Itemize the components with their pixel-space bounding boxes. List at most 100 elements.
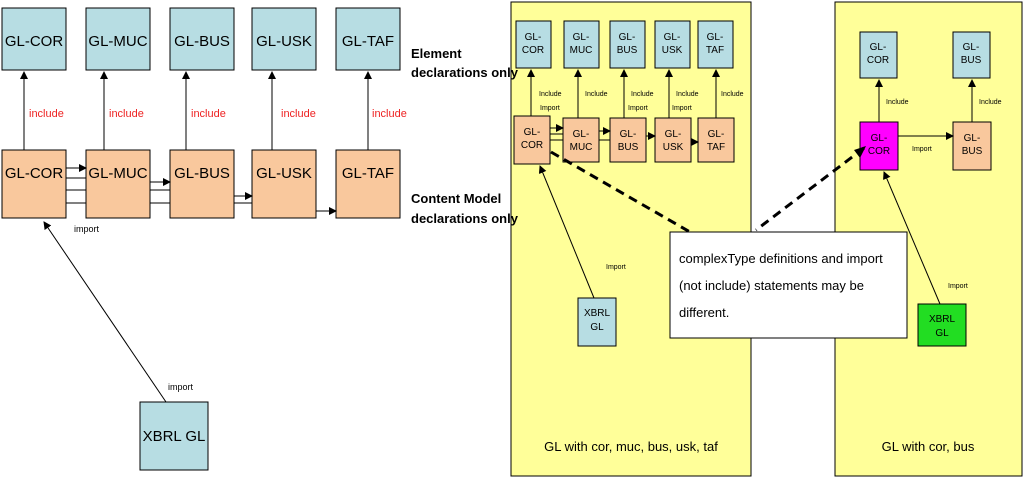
p2-root-l2: GL (935, 328, 949, 339)
left-include-label-5: include (372, 108, 407, 120)
p2-bot-l1-2: GL- (964, 133, 981, 144)
panel1-diagram: GL-COR GL-MUC GL-BUS GL-USK GL-TAF GL-CO… (513, 20, 744, 454)
p1-bot-l1-1: GL- (524, 127, 541, 138)
left-top-box-4: GL-USK (251, 7, 317, 71)
p1-bot-l2-1: COR (521, 140, 543, 151)
left-top-label-2: GL-MUC (88, 33, 147, 50)
p1-include-label-4: Include (676, 91, 699, 98)
p1-top-l1-2: GL- (573, 32, 590, 43)
caption-content-line1: Content Model (411, 191, 501, 206)
caption-content-line2: declarations only (411, 211, 519, 226)
p1-bot-l1-2: GL- (573, 129, 590, 140)
left-root-import-label: import (168, 382, 194, 392)
p1-bot-l2-2: MUC (570, 142, 593, 153)
p2-bot-l2-2: BUS (962, 146, 983, 157)
p1-bot-l2-3: BUS (618, 142, 639, 153)
p1-top-l2-4: USK (662, 45, 683, 56)
left-top-label-5: GL-TAF (342, 33, 394, 50)
p1-bot-l2-4: USK (663, 142, 684, 153)
p1-include-label-2: Include (585, 91, 608, 98)
left-include-label-3: include (191, 108, 226, 120)
caption-element-line1: Element (411, 46, 462, 61)
note-box: complexType definitions and import (not … (669, 231, 908, 339)
p1-include-arrows (527, 69, 720, 118)
p2-bot-l1-1: GL- (871, 133, 888, 144)
p2-root-box: XBRL GL (917, 303, 967, 347)
p1-top-l2-1: COR (522, 45, 544, 56)
p1-bot-l2-5: TAF (707, 142, 725, 153)
left-diagram: GL-COR GL-MUC GL-BUS GL-USK GL-TAF GL-CO… (1, 7, 407, 471)
p2-bottom-box-2: GL- BUS (952, 121, 992, 171)
p2-footer: GL with cor, bus (882, 439, 975, 454)
left-bottom-box-1: GL-COR (1, 149, 67, 219)
note-line-3: different. (679, 305, 729, 320)
left-import-connectors (66, 164, 337, 215)
p1-import-label-3: Import (672, 105, 692, 112)
caption-element-line2: declarations only (411, 65, 519, 80)
p1-root-l2: GL (590, 322, 604, 333)
p1-top-box-3: GL- BUS (609, 20, 646, 69)
left-root-box: XBRL GL (139, 401, 209, 471)
dashed-arrowhead (854, 146, 866, 158)
p1-bot-l1-5: GL- (708, 129, 725, 140)
captions: Element declarations only Content Model … (411, 46, 519, 226)
p1-bottom-box-2: GL- MUC (562, 117, 600, 163)
p2-top-l1-2: GL- (963, 42, 980, 53)
left-include-arrows (20, 71, 372, 150)
left-root-label: XBRL GL (143, 428, 206, 445)
note-line-1: complexType definitions and import (679, 251, 883, 266)
p1-bottom-box-4: GL-USK (654, 117, 692, 163)
p1-top-l1-3: GL- (619, 32, 636, 43)
p1-top-box-1: GL- COR (515, 20, 552, 69)
p2-top-l2-1: COR (867, 55, 889, 66)
panel2-diagram: GL- COR GL- BUS GL- COR GL- BUS Include Incl… (859, 31, 1002, 454)
left-top-label-4: GL-USK (256, 33, 312, 50)
p1-top-l1-4: GL- (664, 32, 681, 43)
p1-root-import-label: Import (606, 264, 626, 271)
left-bottom-box-2: GL-MUC (85, 149, 151, 219)
p2-root-l1: XBRL (929, 314, 956, 325)
p1-include-label-1: Include (539, 91, 562, 98)
p2-bot-l2-1: COR (868, 146, 890, 157)
p1-bottom-box-5: GL- TAF (697, 117, 735, 163)
p2-top-box-2: GL- BUS (952, 31, 991, 79)
left-bottom-label-5: GL-TAF (342, 165, 394, 182)
left-top-box-3: GL-BUS (169, 7, 235, 71)
p2-import-label: Import (912, 146, 932, 153)
p1-footer: GL with cor, muc, bus, usk, taf (544, 439, 718, 454)
p1-bottom-box-3: GL- BUS (609, 117, 647, 163)
dashed-connectors (550, 146, 865, 234)
note-line-2: (not include) statements may be (679, 278, 864, 293)
left-root-import-arrow (43, 221, 167, 403)
p1-include-label-5: Include (721, 91, 744, 98)
p1-top-l2-5: TAF (706, 45, 724, 56)
left-top-label-3: GL-BUS (174, 33, 230, 50)
left-bottom-box-4: GL-USK (251, 149, 317, 219)
left-include-label-1: include (29, 108, 64, 120)
p1-import-connectors (550, 124, 699, 146)
p2-root-import-label: Import (948, 283, 968, 290)
p1-bottom-box-1: GL- COR (513, 115, 551, 165)
left-top-box-5: GL-TAF (335, 7, 401, 71)
p2-include-label-2: Include (979, 99, 1002, 106)
p2-root-import-arrow (883, 171, 941, 305)
left-top-box-2: GL-MUC (85, 7, 151, 71)
p1-bot-l1-3: GL- (620, 129, 637, 140)
p2-include-label-1: Include (886, 99, 909, 106)
p1-top-box-5: GL-TAF (697, 20, 734, 69)
left-include-label-4: include (281, 108, 316, 120)
p1-import-label-1: Import (540, 105, 560, 112)
left-bottom-label-4: GL-USK (256, 165, 312, 182)
p1-include-label-3: Include (631, 91, 654, 98)
p2-top-l2-2: BUS (961, 55, 982, 66)
p2-bottom-box-1: GL- COR (859, 121, 899, 171)
left-bottom-label-1: GL-COR (5, 165, 64, 182)
p1-top-box-2: GL-MUC (563, 20, 600, 69)
p1-root-import-arrow (538, 165, 595, 299)
left-bottom-label-2: GL-MUC (88, 165, 147, 182)
p1-top-l2-3: BUS (617, 45, 638, 56)
left-bottom-box-5: GL-TAF (335, 149, 401, 219)
p1-top-l1-1: GL- (525, 32, 542, 43)
p1-import-label-2: Import (628, 105, 648, 112)
